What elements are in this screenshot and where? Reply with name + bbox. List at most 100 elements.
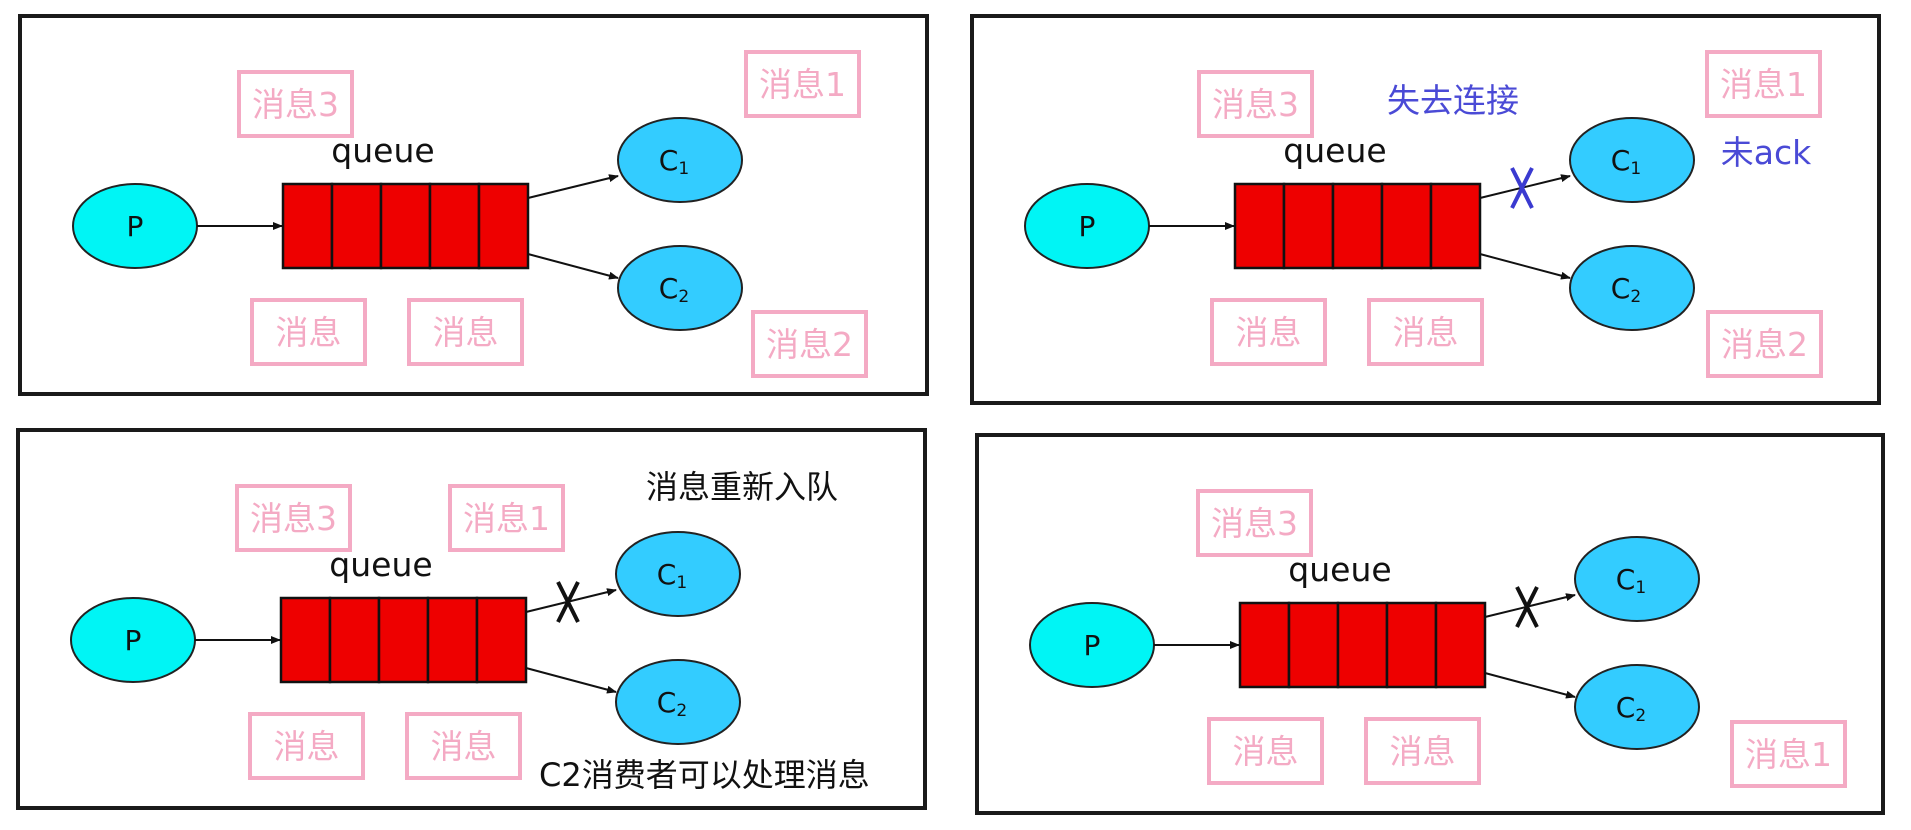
edge-queue-c1 [527, 174, 619, 199]
message-box: 消息3 [1197, 70, 1314, 138]
queue-cell [1434, 601, 1487, 689]
message-box: 消息 [1364, 717, 1481, 785]
message-box: 消息 [1207, 717, 1324, 785]
message-label: 消息 [276, 313, 342, 352]
message-label: 消息3 [250, 499, 337, 538]
consumer-node: C2 [1569, 245, 1695, 331]
message-frame [1730, 720, 1847, 788]
scenario-panel: 消息3消息消息消息1queuePC1C2 [975, 433, 1885, 815]
message-label: 消息3 [1211, 504, 1298, 543]
queue-cell [1429, 182, 1482, 270]
message-frame [248, 712, 365, 780]
consumer-node: C1 [617, 117, 743, 203]
edge-queue-c2 [525, 667, 617, 694]
message-label: 消息 [274, 727, 340, 766]
consumer-label: C1 [659, 144, 689, 179]
consumer-subscript: 2 [678, 287, 689, 307]
message-frame [235, 484, 352, 552]
producer-label: P [1084, 629, 1101, 662]
message-label: 消息1 [1720, 65, 1807, 104]
queue-cell [1287, 601, 1340, 689]
edge-queue-c2 [1484, 672, 1576, 699]
message-frame [1706, 310, 1823, 378]
scenario-panel: 消息3消息1消息消息消息2queuePC1C2 [18, 14, 929, 396]
consumer-ellipse [1569, 117, 1695, 203]
cross-stroke [1510, 167, 1534, 209]
queue-label: queue [331, 131, 434, 170]
message-label: 消息 [1236, 313, 1302, 352]
consumer-letter: C [657, 558, 677, 591]
consumer-node: C2 [1574, 664, 1700, 750]
consumer-ellipse [615, 659, 741, 745]
queue-label: queue [1283, 131, 1386, 170]
consumer-subscript: 2 [1635, 706, 1646, 726]
consumer-label: C1 [657, 558, 687, 593]
edge-queue-c1 [525, 588, 617, 613]
message-label: 消息 [1390, 732, 1456, 771]
consumer-node: C1 [1569, 117, 1695, 203]
cross-mark-icon [1515, 586, 1539, 628]
cross-mark-icon [1510, 167, 1534, 209]
message-label: 消息1 [759, 65, 846, 104]
producer-node: P [1024, 183, 1150, 269]
producer-label: P [125, 624, 142, 657]
message-box: 消息1 [448, 484, 565, 552]
consumer-ellipse [617, 117, 743, 203]
message-box: 消息1 [1705, 50, 1822, 118]
queue-cell [477, 182, 530, 270]
message-frame [1364, 717, 1481, 785]
producer-node: P [72, 183, 198, 269]
consumer-ellipse [617, 245, 743, 331]
cross-mark-icon [556, 581, 580, 623]
annotation-text: 未ack [1721, 133, 1812, 172]
consumer-letter: C [657, 686, 677, 719]
consumer-subscript: 1 [676, 573, 687, 593]
consumer-letter: C [659, 272, 679, 305]
message-frame [237, 70, 354, 138]
consumer-letter: C [1611, 144, 1631, 177]
message-box: 消息 [405, 712, 522, 780]
edge-queue-c1 [1479, 174, 1571, 199]
message-frame [1196, 489, 1313, 557]
edge-queue-c2 [1479, 253, 1571, 280]
consumer-subscript: 1 [678, 159, 689, 179]
producer-node: P [1029, 602, 1155, 688]
queue-cell [328, 596, 381, 684]
consumer-node: C2 [617, 245, 743, 331]
message-label: 消息 [433, 313, 499, 352]
message-label: 消息 [431, 727, 497, 766]
message-label: 消息3 [1212, 85, 1299, 124]
queue-cell [1331, 182, 1384, 270]
message-box: 消息 [248, 712, 365, 780]
queue-cell [377, 596, 430, 684]
consumer-letter: C [659, 144, 679, 177]
message-label: 消息 [1393, 313, 1459, 352]
message-frame [250, 298, 367, 366]
message-label: 消息1 [1745, 735, 1832, 774]
message-box: 消息1 [744, 50, 861, 118]
consumer-letter: C [1611, 272, 1631, 305]
message-box: 消息3 [1196, 489, 1313, 557]
message-frame [1367, 298, 1484, 366]
message-box: 消息 [250, 298, 367, 366]
producer-label: P [127, 210, 144, 243]
message-box: 消息2 [1706, 310, 1823, 378]
annotation-text: 消息重新入队 [646, 468, 838, 506]
producer-label: P [1079, 210, 1096, 243]
scenario-panel: 消息3消息1消息消息消息2queuePC1C2失去连接未ack [970, 14, 1881, 405]
message-frame [751, 310, 868, 378]
message-frame [744, 50, 861, 118]
annotation-text: C2消费者可以处理消息 [539, 756, 870, 794]
queue-cell [1233, 182, 1286, 270]
consumer-letter: C [1616, 691, 1636, 724]
message-label: 消息 [1233, 732, 1299, 771]
queue [281, 182, 530, 270]
message-frame [1210, 298, 1327, 366]
message-frame [405, 712, 522, 780]
consumer-label: C1 [1611, 144, 1641, 179]
message-box: 消息1 [1730, 720, 1847, 788]
queue-label: queue [1288, 550, 1391, 589]
message-box: 消息 [1210, 298, 1327, 366]
